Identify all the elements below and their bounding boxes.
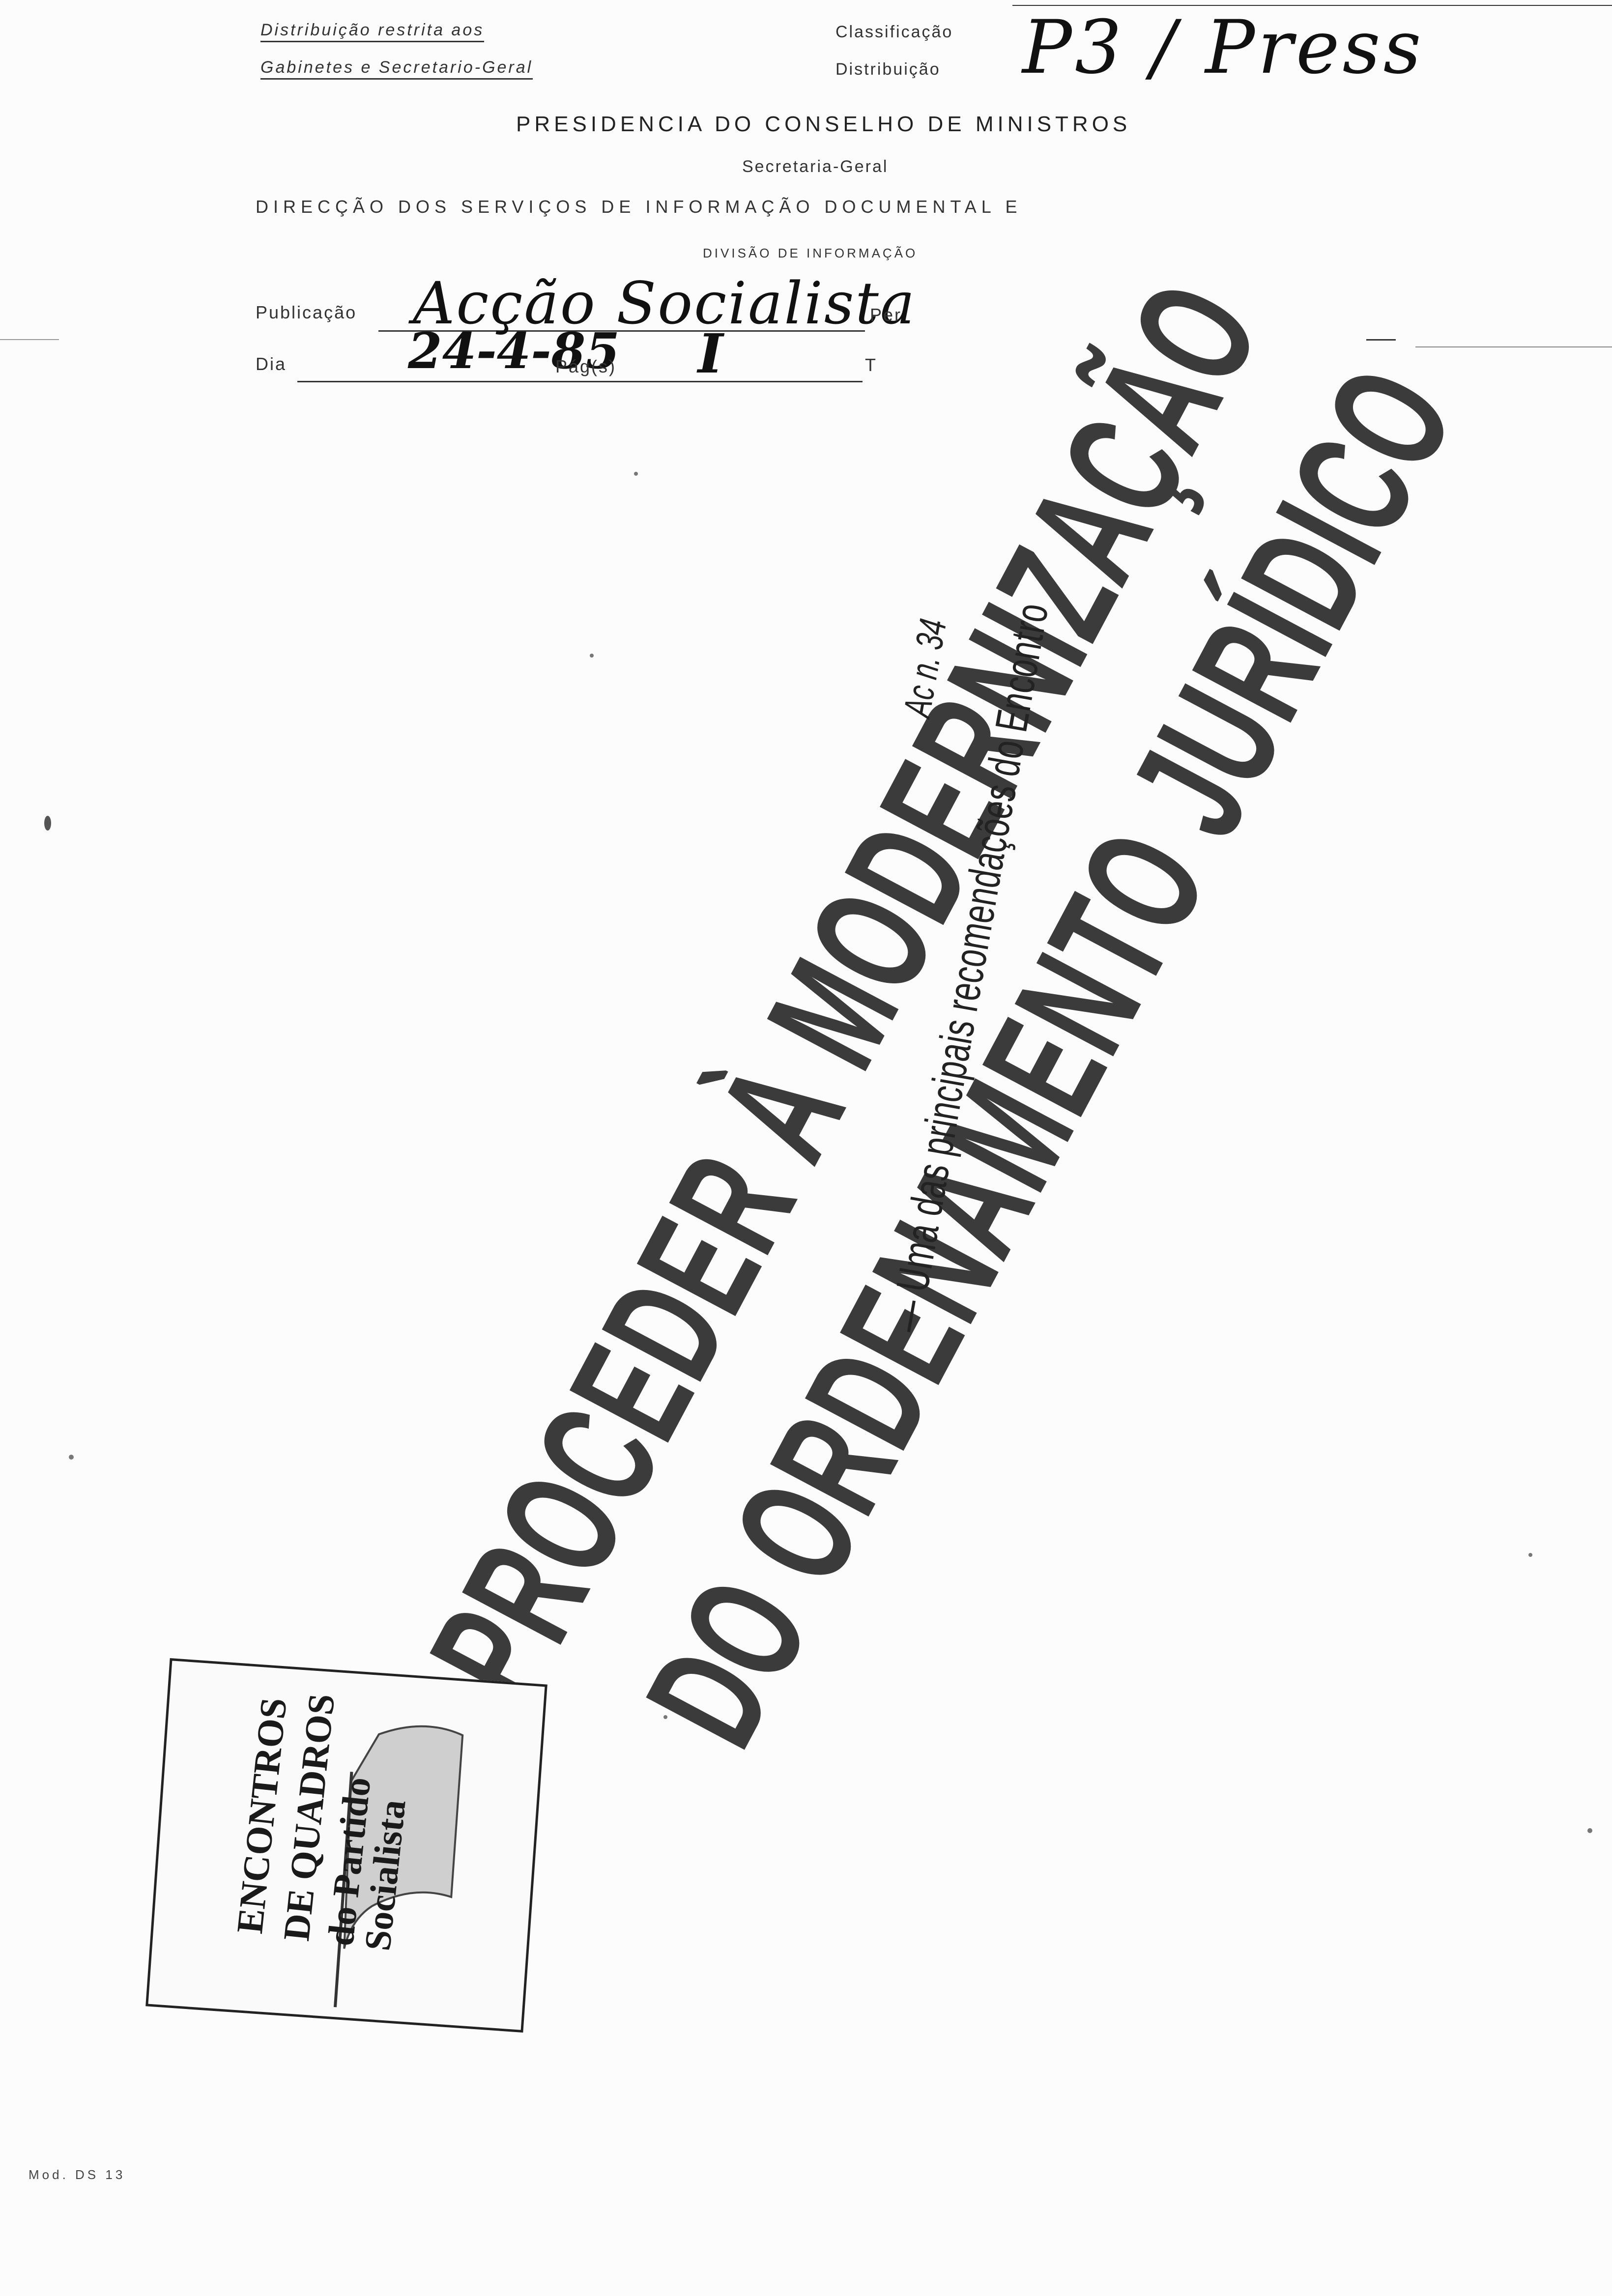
left-edge-line bbox=[0, 339, 59, 340]
dia-value: 24-4-85 bbox=[408, 322, 620, 380]
direction-title: DIRECÇÃO DOS SERVIÇOS DE INFORMAÇÃO DOCU… bbox=[256, 197, 1022, 217]
division-title: DIVISÃO DE INFORMAÇÃO bbox=[703, 246, 918, 260]
secretaria-geral: Secretaria-Geral bbox=[742, 157, 889, 176]
publicacao-label: Publicação bbox=[256, 302, 357, 322]
dia-line bbox=[297, 381, 863, 382]
publicacao-line bbox=[378, 330, 865, 332]
pags-value: I bbox=[698, 322, 723, 385]
speckle bbox=[1528, 1553, 1532, 1557]
speckle bbox=[69, 1455, 74, 1460]
handwritten-classification: P3 / Press bbox=[1022, 5, 1424, 90]
publicacao-value: Acção Socialista bbox=[413, 269, 917, 337]
right-edge-dash-1 bbox=[1366, 339, 1396, 341]
top-edge-line bbox=[1012, 5, 1612, 6]
encontros-logo-box bbox=[145, 1658, 547, 2033]
distribution-line-1: Distribuição restrita aos bbox=[260, 21, 485, 42]
speckle bbox=[1587, 1828, 1592, 1833]
distribution-line-2: Gabinetes e Secretario-Geral bbox=[260, 58, 533, 80]
periodicidade-label: Per bbox=[870, 305, 902, 325]
dia-label: Dia bbox=[256, 354, 287, 374]
right-edge-dash-2 bbox=[1366, 383, 1396, 385]
model-code: Mod. DS 13 bbox=[29, 2167, 126, 2182]
speckle bbox=[663, 1715, 667, 1719]
presidency-title: PRESIDENCIA DO CONSELHO DE MINISTROS bbox=[516, 112, 1131, 136]
classificacao-label: Classificação bbox=[835, 23, 953, 41]
speckle bbox=[634, 472, 638, 476]
pags-label: Pág(s) bbox=[555, 356, 617, 376]
t-label: T bbox=[865, 355, 877, 375]
distribuicao-label: Distribuição bbox=[835, 60, 941, 79]
right-edge-line bbox=[1415, 346, 1612, 347]
speckle bbox=[590, 654, 594, 658]
flag-emblem-icon bbox=[333, 1725, 464, 2008]
margin-mark bbox=[44, 816, 51, 831]
